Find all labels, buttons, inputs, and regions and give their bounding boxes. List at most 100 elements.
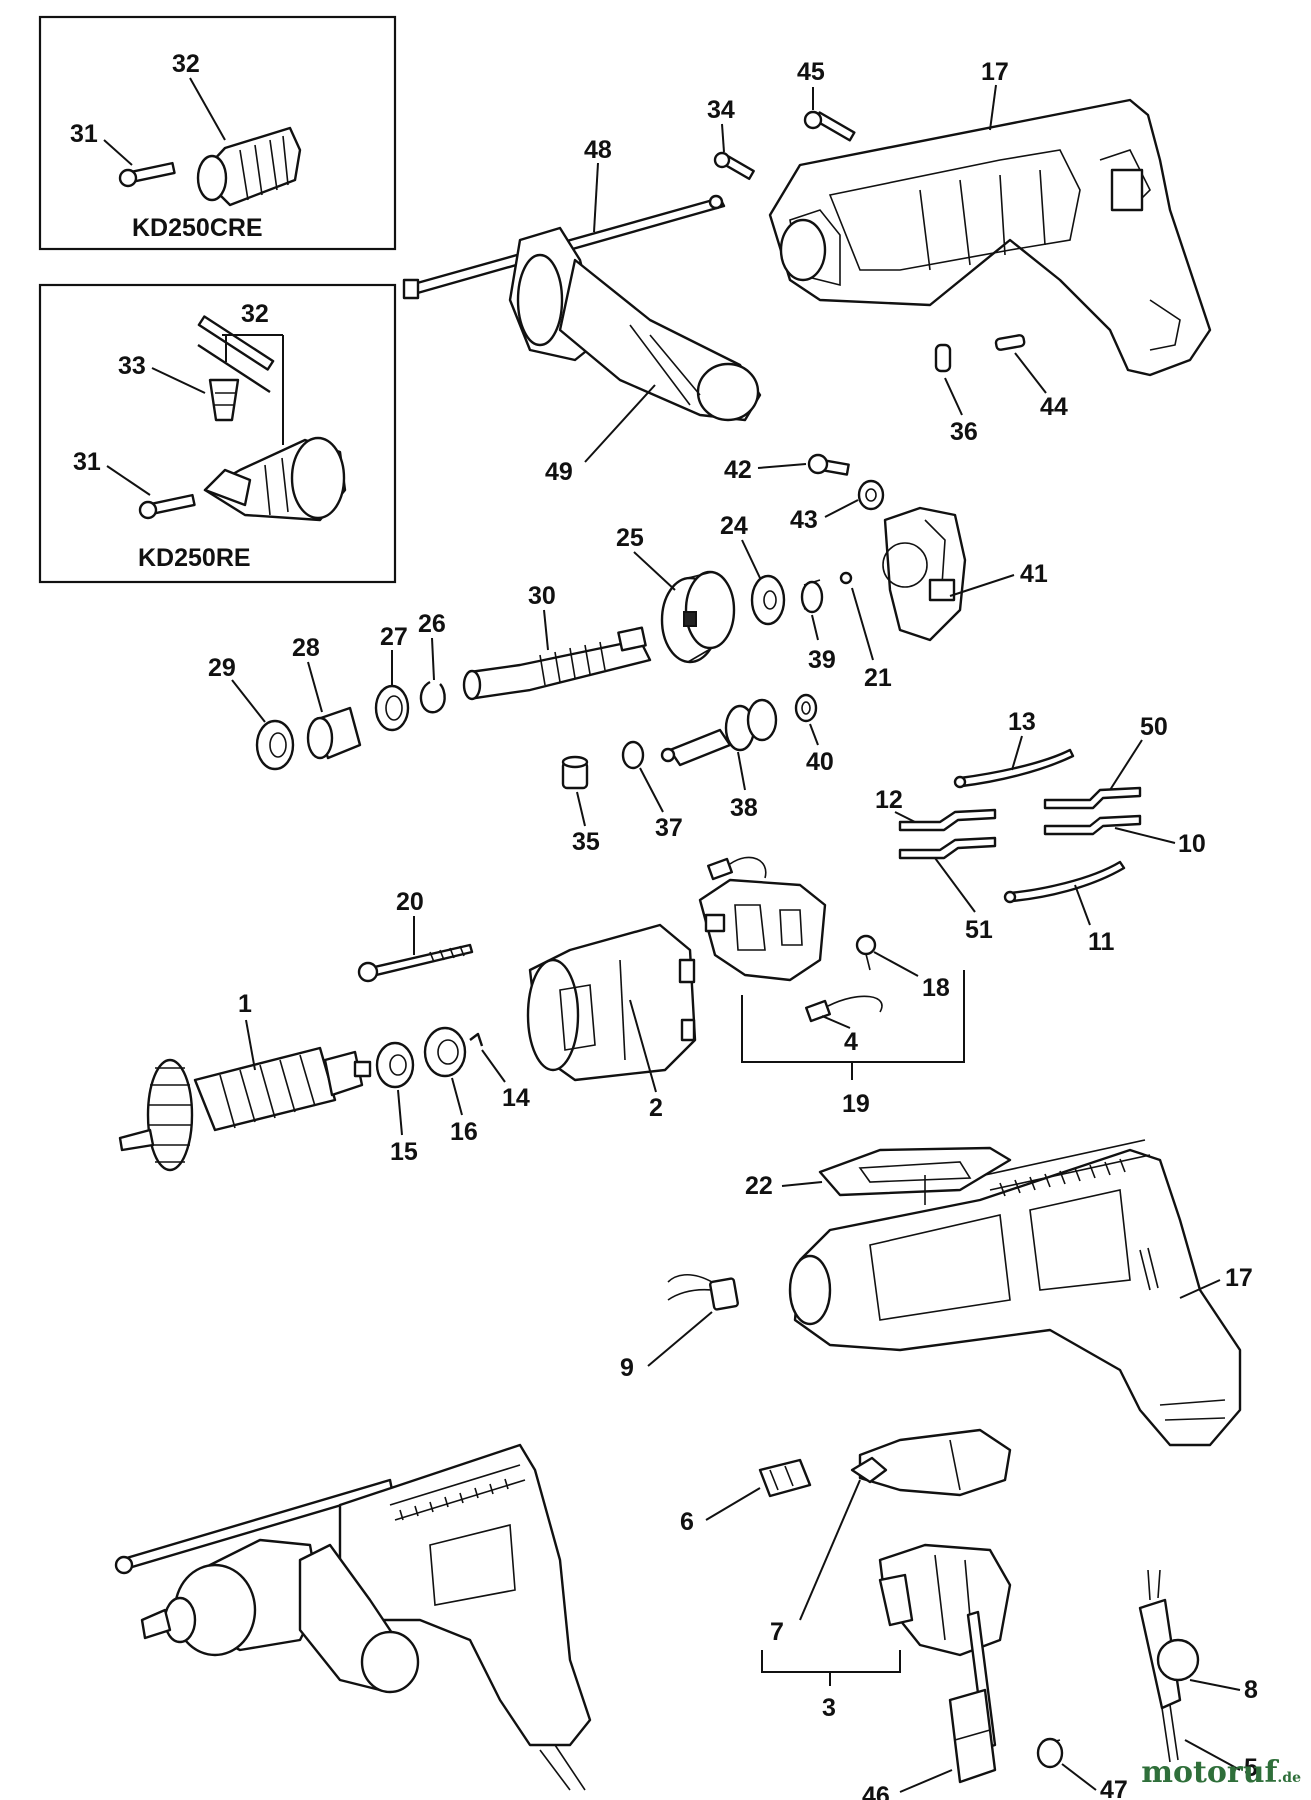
callout-27: 27 [380, 623, 408, 651]
callout-51: 51 [965, 916, 993, 944]
part-contact-51 [898, 836, 997, 860]
callout-45: 45 [797, 58, 825, 86]
part-nut-43 [857, 479, 885, 511]
callout-12: 12 [875, 786, 903, 814]
part-screw-45 [803, 110, 856, 142]
part-side-handle-49 [508, 226, 762, 422]
part-washer-27 [374, 684, 410, 732]
bracket-19 [741, 970, 965, 1080]
callout-25: 25 [616, 524, 644, 552]
callout-18: 18 [922, 974, 950, 1002]
part-housing-half-17-top [768, 98, 1212, 377]
part-pin-36 [934, 343, 952, 373]
part-bearing-29 [255, 719, 295, 771]
watermark-name: motoruf [1141, 1755, 1278, 1790]
callout-29: 29 [208, 654, 236, 682]
part-circlip-26 [419, 680, 446, 714]
callout-42: 42 [724, 456, 752, 484]
part-housing-half-17-bottom [788, 1139, 1242, 1447]
callout-5: 5 [1244, 1754, 1258, 1782]
callout-36: 36 [950, 418, 978, 446]
part-capacitor-9 [667, 1274, 739, 1311]
callout-39: 39 [808, 646, 836, 674]
part-screw-34 [713, 151, 755, 181]
part-screw-31-b [138, 493, 196, 520]
part-keyless-chuck-32 [196, 126, 302, 207]
callout-26: 26 [418, 610, 446, 638]
callout-21: 21 [864, 664, 892, 692]
part-contact-50 [1043, 786, 1142, 810]
callout-38: 38 [730, 794, 758, 822]
part-wire-11 [1003, 860, 1126, 904]
part-carbon-brush-top [707, 856, 767, 881]
assembled-drill [114, 1443, 592, 1791]
part-ball-21 [839, 571, 853, 585]
callout-24: 24 [720, 512, 748, 540]
part-screw-42 [807, 453, 850, 476]
part-washer-24 [750, 574, 786, 626]
part-armature-1 [118, 1046, 372, 1172]
callout-46: 46 [862, 1782, 890, 1800]
callout-9: 9 [620, 1354, 634, 1382]
callout-4: 4 [844, 1028, 858, 1056]
part-chuck-key-33 [197, 315, 275, 422]
part-screw-20 [357, 943, 474, 983]
callout-11: 11 [1088, 928, 1115, 956]
callout-6: 6 [680, 1508, 694, 1536]
part-washer-16 [423, 1026, 467, 1078]
callout-43: 43 [790, 506, 818, 534]
part-lever-46 [948, 1610, 997, 1784]
callout-19: 19 [842, 1090, 870, 1118]
part-carbon-brush-4 [805, 995, 883, 1023]
part-brush-holder-19 [698, 878, 827, 982]
callout-32: 32 [241, 300, 269, 328]
part-contact-12 [898, 808, 997, 832]
callout-37: 37 [655, 814, 683, 842]
callout-41: 41 [1020, 560, 1048, 588]
callout-3: 3 [822, 1694, 836, 1722]
part-contact-10 [1043, 814, 1142, 836]
part-bearing-15 [375, 1041, 415, 1089]
part-keyed-chuck-32 [203, 436, 347, 522]
callout-20: 20 [396, 888, 424, 916]
bracket-3 [761, 1650, 901, 1686]
callout-50: 50 [1140, 713, 1168, 741]
part-stator-2 [526, 923, 697, 1082]
part-washer-40 [794, 693, 818, 723]
part-pin-44 [994, 334, 1026, 351]
callout-10: 10 [1178, 830, 1206, 858]
callout-13: 13 [1008, 708, 1036, 736]
inset-kd250cre: 32 31 KD250CRE [38, 15, 397, 251]
callout-22: 22 [745, 1172, 773, 1200]
part-wire-13 [953, 748, 1075, 789]
callout-44: 44 [1040, 393, 1068, 421]
callout-2: 2 [649, 1094, 663, 1122]
inset-model-label: KD250RE [138, 544, 251, 572]
site-watermark-logo: motoruf.de [1141, 1755, 1301, 1790]
callout-8: 8 [1244, 1676, 1258, 1704]
callout-31: 31 [73, 448, 101, 476]
callout-48: 48 [584, 136, 612, 164]
part-washer-37 [621, 740, 645, 770]
part-bushing-35 [561, 755, 589, 790]
part-sleeve-28 [306, 706, 362, 760]
callout-32: 32 [172, 50, 200, 78]
callout-33: 33 [118, 352, 146, 380]
watermark-tld: .de [1277, 1770, 1301, 1786]
callout-31: 31 [70, 120, 98, 148]
callout-47: 47 [1100, 1776, 1128, 1800]
part-gear-housing-41 [882, 506, 967, 642]
callout-14: 14 [502, 1084, 530, 1112]
callout-40: 40 [806, 748, 834, 776]
callout-30: 30 [528, 582, 556, 610]
part-cord-guard-8 [1138, 1569, 1200, 1763]
part-gear-25 [660, 570, 736, 664]
part-clip-14 [469, 1032, 484, 1047]
part-switch-3 [858, 1428, 1012, 1657]
callout-1: 1 [238, 990, 252, 1018]
inset-model-label: KD250CRE [132, 214, 263, 242]
callout-16: 16 [450, 1118, 478, 1146]
callout-49: 49 [545, 458, 573, 486]
part-trigger-7 [850, 1456, 888, 1484]
